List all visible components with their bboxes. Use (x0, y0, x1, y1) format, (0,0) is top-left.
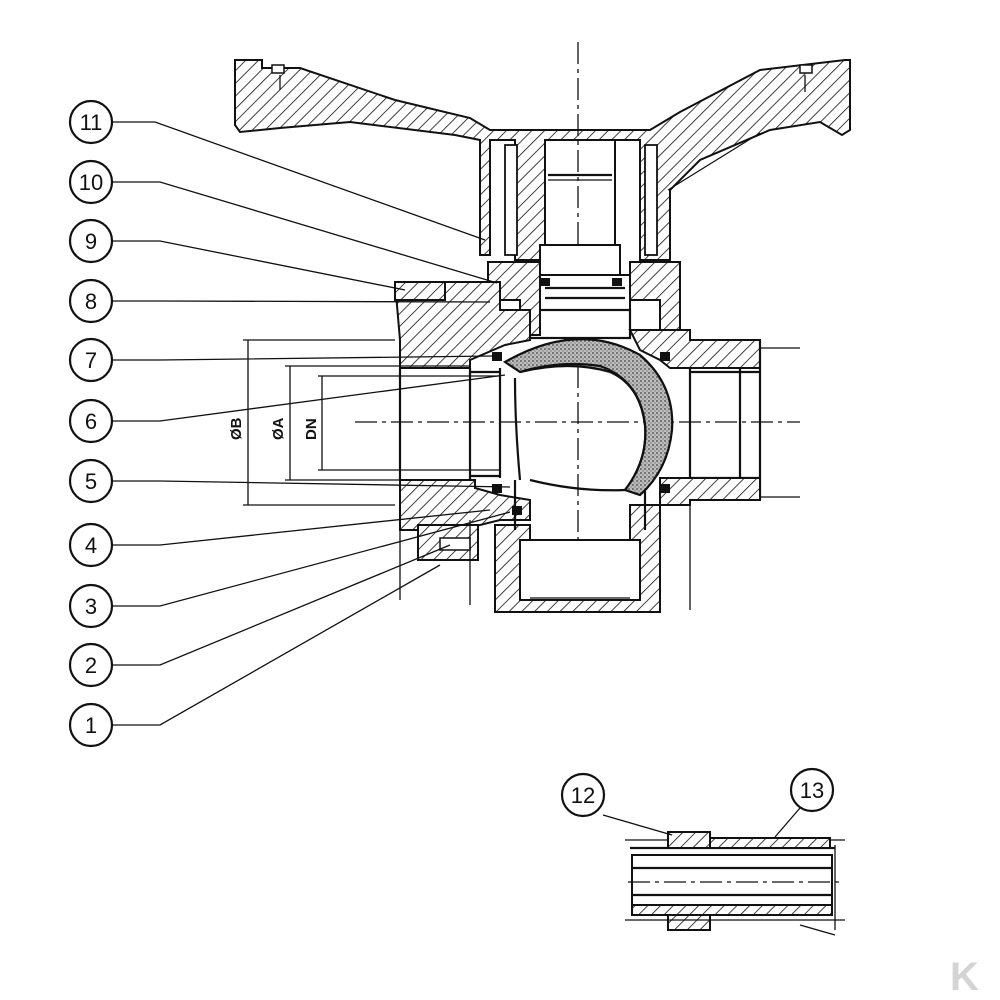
callout-13: 13 (789, 767, 835, 813)
valve-body (393, 281, 800, 613)
leader-lines (113, 121, 761, 726)
callout-13-label: 13 (800, 778, 824, 803)
callout-2-label: 2 (85, 653, 97, 678)
callout-9: 9 (68, 218, 114, 264)
dimension-lines: ØB ØA DN (228, 339, 500, 506)
callout-1-label: 1 (85, 713, 97, 738)
dim-outer-diameter: ØB (228, 417, 245, 440)
callout-6: 6 (68, 398, 114, 444)
dim-inner-diameter: ØA (270, 417, 287, 440)
callout-1: 1 (68, 702, 114, 748)
callout-4-label: 4 (85, 533, 97, 558)
callout-11: 11 (68, 99, 114, 145)
callout-12: 12 (560, 772, 606, 818)
callout-7: 7 (68, 337, 114, 383)
watermark-logo: K (950, 955, 979, 999)
callout-4: 4 (68, 522, 114, 568)
callout-5: 5 (68, 458, 114, 504)
callout-6-label: 6 (85, 409, 97, 434)
callout-8-label: 8 (85, 289, 97, 314)
callout-11-label: 11 (80, 110, 103, 135)
callout-3: 3 (68, 583, 114, 629)
callout-2: 2 (68, 642, 114, 688)
callout-5-label: 5 (85, 469, 97, 494)
callout-8: 8 (68, 278, 114, 324)
dim-nominal-diameter: DN (303, 418, 320, 440)
callout-3-label: 3 (85, 594, 97, 619)
handle (234, 59, 851, 261)
callout-10-label: 10 (79, 170, 103, 195)
callout-12-label: 12 (571, 783, 595, 808)
hose-tail-detail (602, 807, 845, 936)
callout-7-label: 7 (85, 348, 97, 373)
callout-9-label: 9 (85, 229, 97, 254)
callout-10: 10 (68, 159, 114, 205)
ball (502, 337, 674, 497)
